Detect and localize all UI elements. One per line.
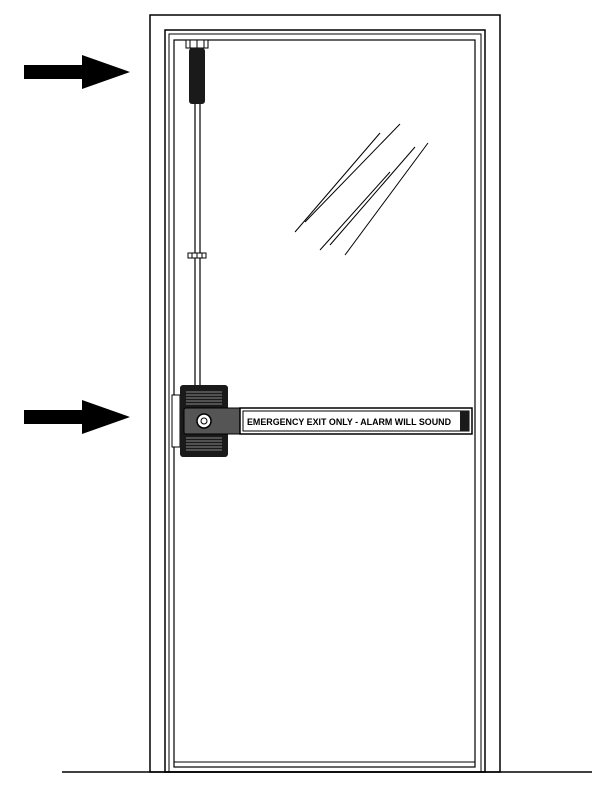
push-bar: EMERGENCY EXIT ONLY - ALARM WILL SOUND <box>239 407 473 435</box>
vertical-rod <box>194 104 201 385</box>
top-rod-latch <box>185 39 209 104</box>
glass-reflection <box>294 123 429 256</box>
key-cylinder-icon <box>196 413 212 429</box>
arrow-icon-bottom <box>24 400 130 434</box>
rod-guide <box>187 252 207 259</box>
push-bar-label: EMERGENCY EXIT ONLY - ALARM WILL SOUND <box>247 417 451 427</box>
arrow-icon-top <box>24 55 130 89</box>
door-frame <box>149 14 501 773</box>
